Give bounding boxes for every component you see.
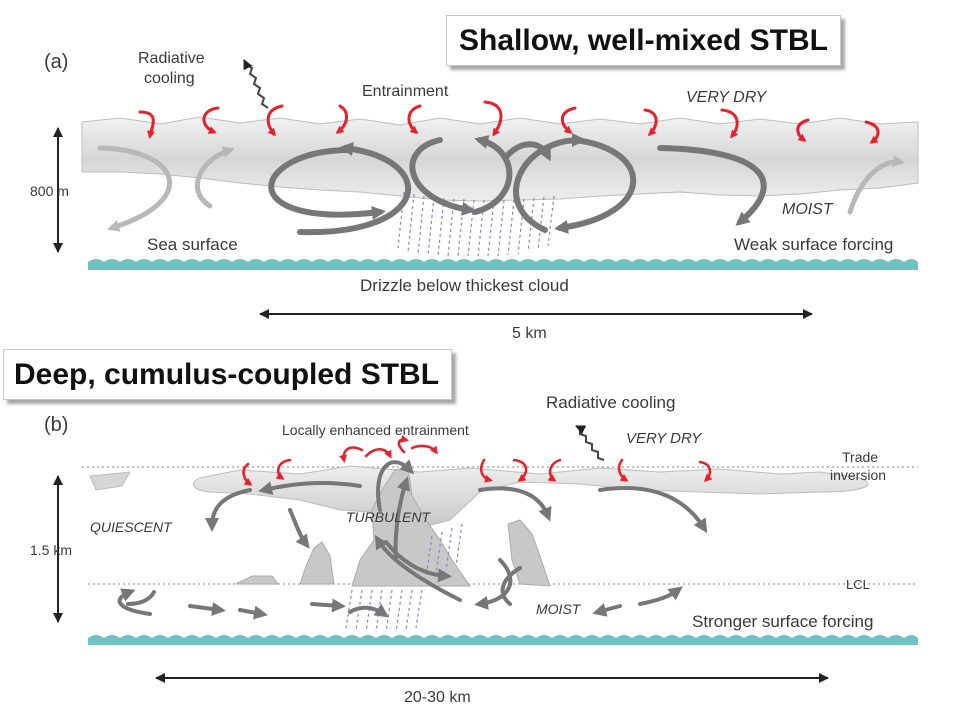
trade-inversion-label-1: Trade (842, 449, 878, 465)
panel-b-drizzle (345, 523, 463, 633)
panel-a-radiative-cooling-label-2: cooling (144, 70, 195, 87)
panel-b-very-dry-label: VERY DRY (626, 430, 702, 447)
lcl-label: LCL (846, 577, 870, 592)
panel-a-very-dry-label: VERY DRY (686, 89, 768, 106)
panel-a-faint-arrows (97, 145, 905, 232)
panel-b-radiative-cooling-arrow (575, 425, 605, 461)
panel-b-entrainment-label: Locally enhanced entrainment (282, 422, 469, 438)
panel-a-sea-surface-label: Sea surface (147, 235, 238, 254)
panel-a-drizzle-label: Drizzle below thickest cloud (360, 276, 569, 295)
panel-a-radiative-cooling-label-1: Radiative (138, 50, 205, 67)
stronger-surface-forcing-label: Stronger surface forcing (692, 612, 873, 631)
panel-b-cloud-layer (192, 465, 869, 529)
panel-a-cloud-layer (81, 116, 919, 202)
trade-inversion-label-2: inversion (830, 467, 886, 483)
panel-b-sea-surface (88, 635, 918, 645)
panel-b-scale-label: 20-30 km (404, 689, 471, 706)
panel-b-small-cloud-left (89, 471, 131, 491)
panel-a-entrainment-arrows (138, 100, 880, 144)
panel-b-height-label: 1.5 km (30, 542, 72, 558)
panel-b-cumulus-small-right (507, 519, 551, 587)
panel-b-entrainment-arrows (242, 434, 713, 486)
panel-a-entrainment-label: Entrainment (362, 83, 449, 100)
panel-a-weak-surface-forcing-label: Weak surface forcing (734, 235, 893, 254)
panel-a-label: (a) (44, 51, 68, 73)
panel-a-radiative-cooling-arrow (243, 59, 269, 109)
panel-a-scale-label: 5 km (512, 325, 547, 342)
quiescent-label: QUIESCENT (90, 519, 173, 535)
panel-b: (b) (30, 393, 918, 706)
panel-b-label: (b) (44, 414, 68, 436)
panel-a: (a) (30, 50, 919, 342)
panel-b-moist-label: MOIST (536, 601, 582, 617)
turbulent-label: TURBULENT (346, 509, 431, 525)
panel-a-circulation-arrows (268, 133, 767, 236)
panel-b-banner-title: Deep, cumulus-coupled STBL (3, 349, 453, 400)
panel-a-moist-label: MOIST (782, 201, 834, 218)
panel-a-sea-surface (88, 259, 918, 270)
panel-b-circulation-arrows (117, 459, 708, 620)
panel-b-cumulus-small-left (299, 541, 335, 585)
panel-a-banner-title: Shallow, well-mixed STBL (446, 15, 841, 66)
panel-a-drizzle (397, 191, 555, 257)
panel-b-radiative-cooling-label: Radiative cooling (546, 393, 675, 412)
panel-b-cumulus-flat (235, 575, 279, 585)
panel-a-height-label: 800 m (30, 183, 69, 199)
